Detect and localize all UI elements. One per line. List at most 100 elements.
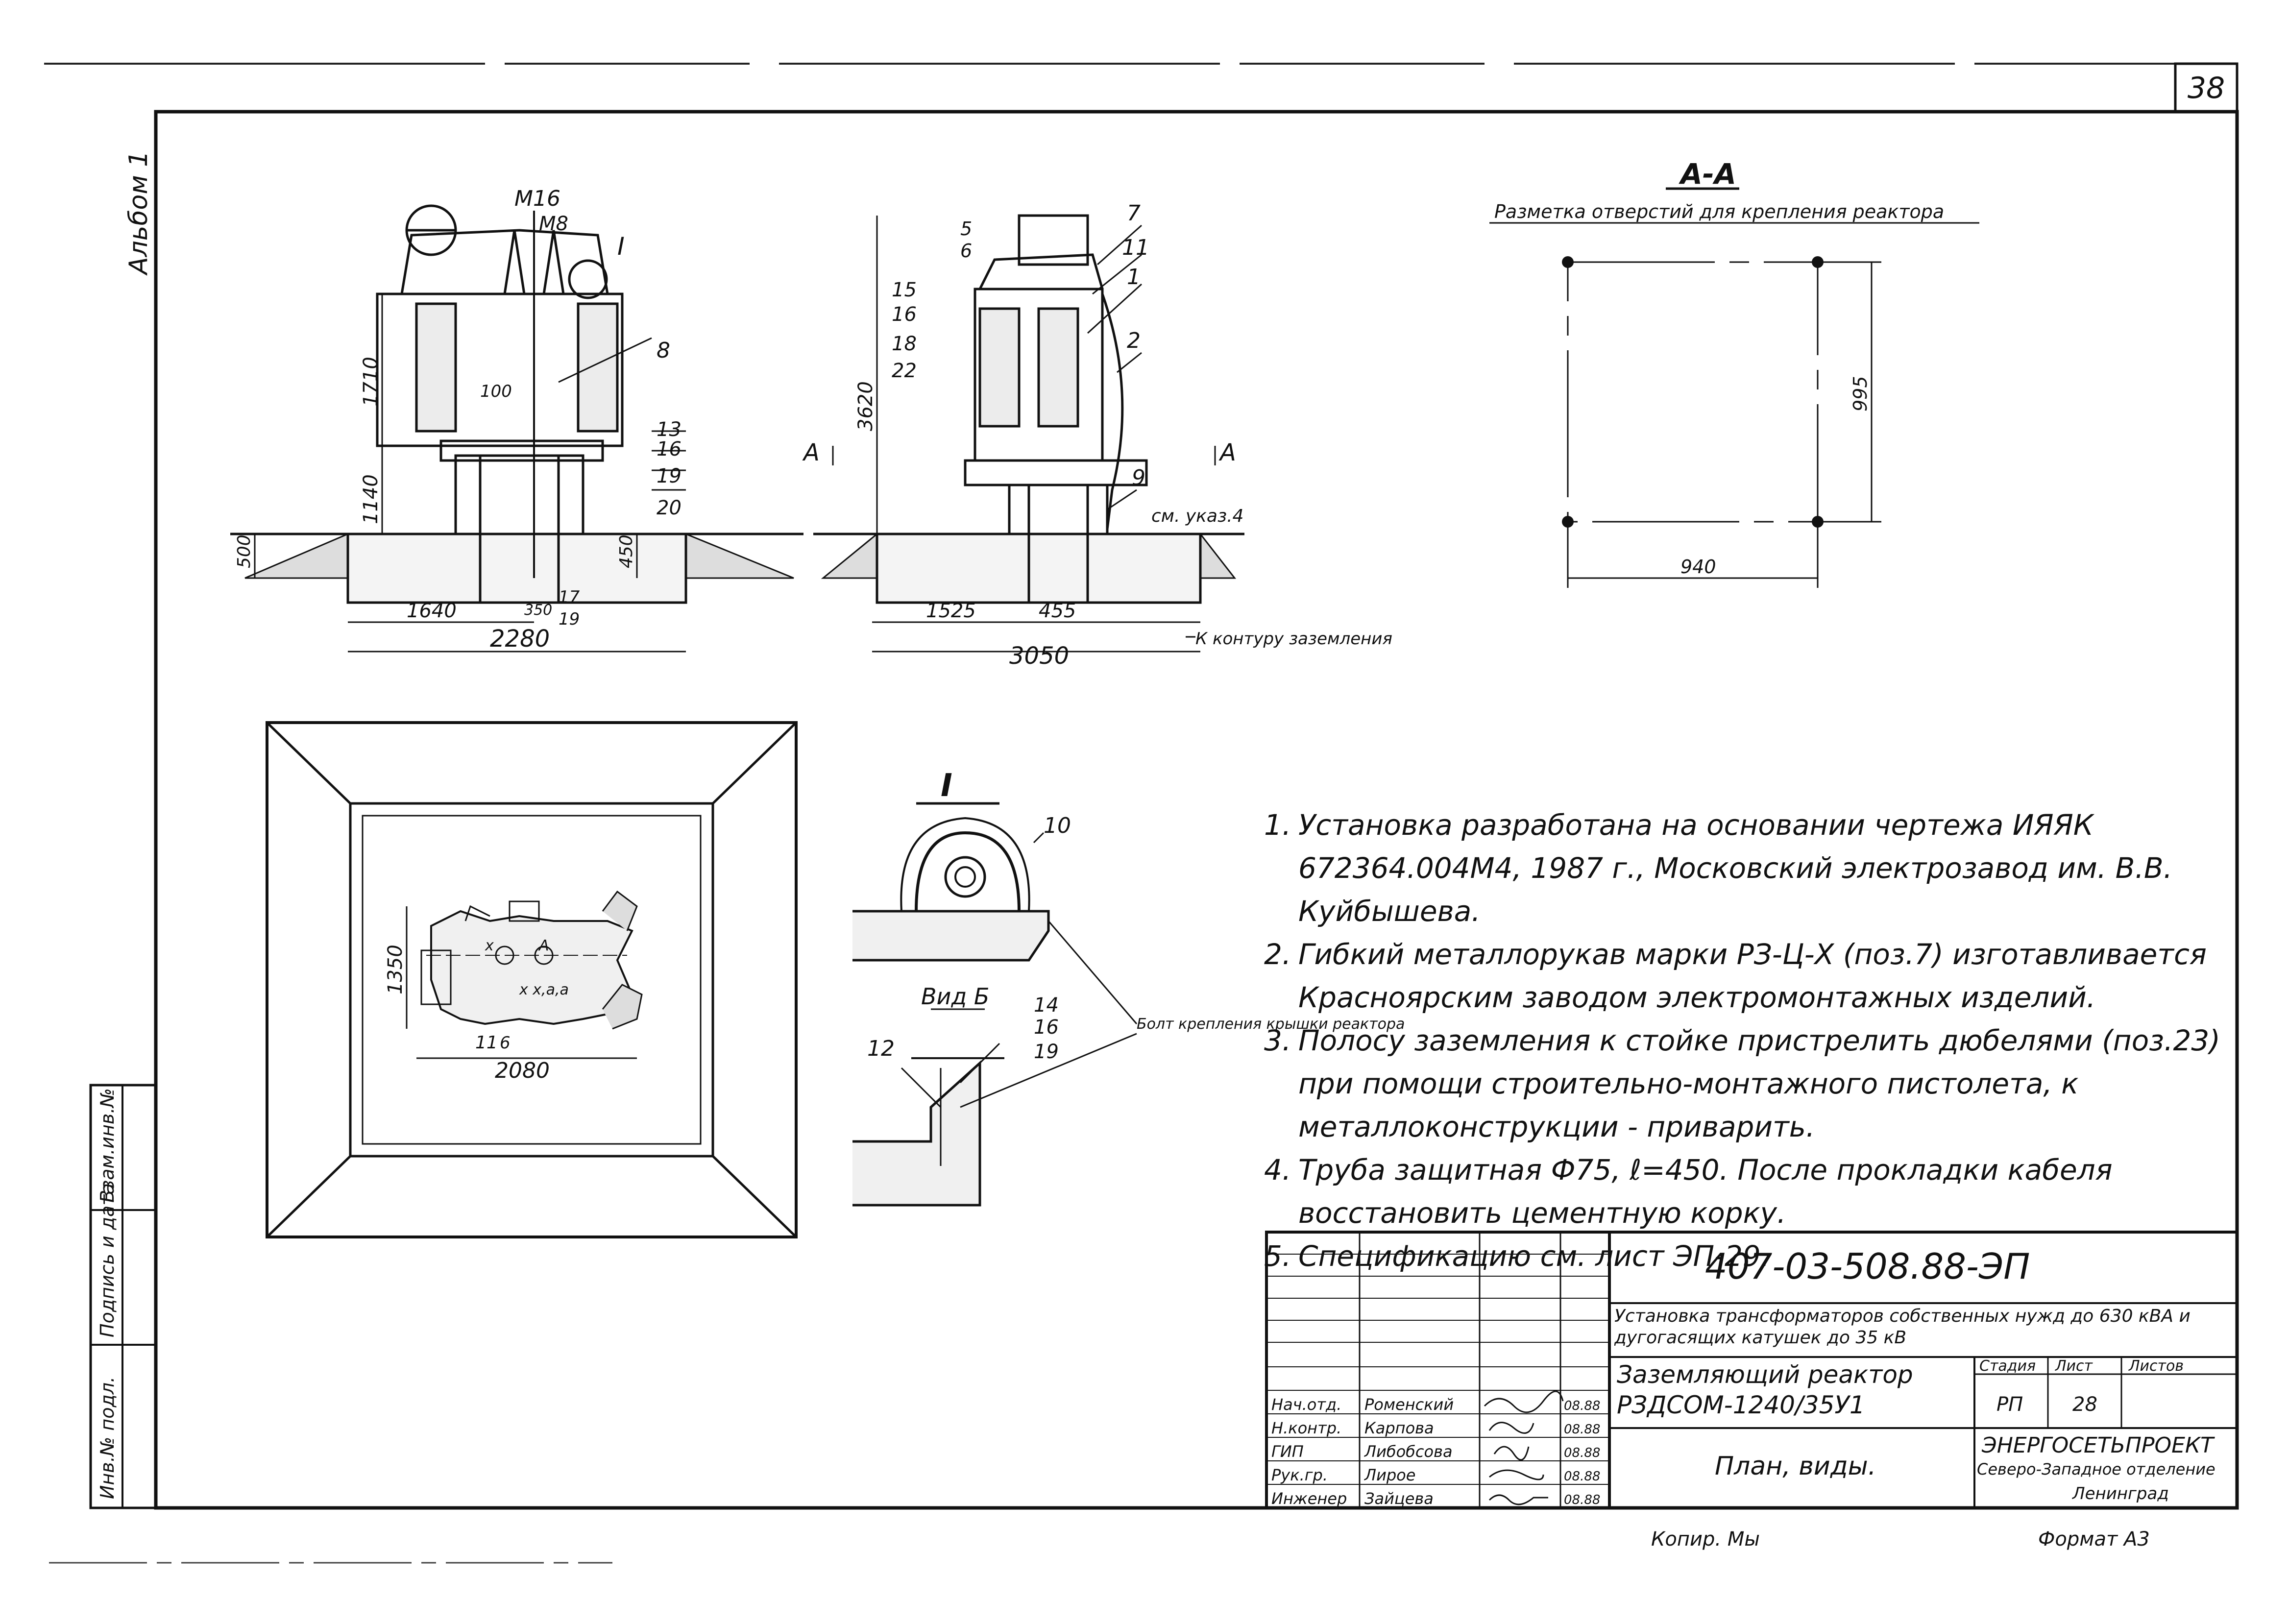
- stamp-inv-podl: Инв.№ подл.: [97, 1377, 118, 1499]
- bolt-hole: [1812, 256, 1824, 268]
- note-item: 3. Полосу заземления к стойке пристрелит…: [1264, 1019, 2224, 1148]
- format-label: Формат А3: [2038, 1528, 2150, 1551]
- front-dim-17: 17: [559, 587, 580, 607]
- tb-org2: Северо-Западное отделение: [1977, 1460, 2215, 1479]
- stamp-podpis: Подпись и дата: [97, 1183, 118, 1337]
- side-stamp: Инв.№ подл. Подпись и дата Взам.инв.№: [89, 1084, 157, 1509]
- front-dim-19: 19: [559, 609, 580, 629]
- side-dim-3620: 3620: [854, 381, 877, 431]
- section-mark-a-right: А: [1218, 439, 1236, 466]
- side-ground-label: К контуру заземления: [1195, 629, 1392, 649]
- album-label: Альбом 1: [124, 151, 153, 276]
- front-dim-500: 500: [234, 534, 254, 568]
- tb-sheet-label: Лист: [2055, 1357, 2093, 1375]
- section-aa-title: А-А: [1679, 157, 1736, 191]
- tb-sheets-label: Листов: [2128, 1357, 2184, 1375]
- view-B-label-14: 14: [1034, 994, 1059, 1017]
- signature-mark: [1484, 1390, 1564, 1413]
- side-dim-455: 455: [1039, 600, 1076, 622]
- detail-I-title: I: [941, 768, 952, 804]
- note-item: 1. Установка разработана на основании че…: [1264, 803, 2224, 933]
- note-text: Спецификацию см. лист ЭП-29.: [1298, 1239, 1770, 1273]
- plan-dim-1350: 1350: [384, 945, 407, 994]
- front-dim-1710: 1710: [360, 357, 382, 407]
- tb-date-1: 08.88: [1564, 1422, 1600, 1437]
- note-number: 4.: [1264, 1153, 1291, 1187]
- view-B-label-19: 19: [1034, 1041, 1059, 1063]
- note-number: 5.: [1264, 1239, 1291, 1273]
- notes-list: 1. Установка разработана на основании че…: [1264, 803, 2224, 1278]
- tb-stage-label: Стадия: [1979, 1357, 2036, 1375]
- view-B: [852, 1008, 1137, 1207]
- side-label-18: 18: [892, 333, 917, 355]
- side-label-1: 1: [1127, 265, 1141, 290]
- tb-date-2: 08.88: [1564, 1446, 1600, 1460]
- view-B-label-16: 16: [1034, 1016, 1059, 1039]
- side-label-5: 5: [960, 218, 972, 240]
- note-number: 3.: [1264, 1024, 1291, 1057]
- title-block-people: Нач.отд. Роменский 08.88 Н.контр. Карпов…: [1271, 1390, 1600, 1508]
- note-number: 1.: [1264, 808, 1291, 842]
- tb-sheet-name: План, виды.: [1715, 1452, 1876, 1481]
- front-label-m16: М16: [514, 186, 560, 211]
- note-text: Труба защитная Ф75, ℓ=450. После проклад…: [1298, 1153, 2113, 1230]
- plan-view: [266, 721, 798, 1238]
- section-aa-dim-w: 940: [1680, 556, 1716, 578]
- front-dim-350: 350: [524, 602, 552, 619]
- section-aa: А-А Разметка отверстий для крепления реа…: [1489, 157, 1979, 588]
- tb-project: Установка трансформаторов собственных ну…: [1614, 1306, 2191, 1348]
- section-mark-a-left: А: [802, 439, 820, 466]
- view-B-bolt-label: Болт крепления крышки реактора: [1137, 1016, 1405, 1033]
- side-label-22: 22: [892, 360, 917, 382]
- side-label-16: 16: [892, 303, 917, 326]
- front-dim-1640: 1640: [407, 600, 457, 622]
- tb-date-0: 08.88: [1564, 1399, 1600, 1413]
- tb-name-1: Карпова: [1364, 1419, 1434, 1437]
- side-label-6: 6: [960, 240, 972, 262]
- view-B-title: Вид Б: [921, 983, 989, 1010]
- front-label-20: 20: [657, 497, 682, 519]
- front-dim-2280: 2280: [490, 625, 550, 653]
- side-dim-1525: 1525: [926, 600, 976, 622]
- note-text: Установка разработана на основании черте…: [1298, 808, 2173, 928]
- detail-I-label-10: 10: [1044, 813, 1071, 838]
- plan-label-x: x: [485, 937, 494, 954]
- note-item: 4. Труба защитная Ф75, ℓ=450. После прок…: [1264, 1148, 2224, 1235]
- copy-label: Копир. Мы: [1651, 1528, 1760, 1551]
- front-dim-450: 450: [616, 534, 636, 568]
- title-block-grid: [1265, 1231, 2239, 1509]
- page-number-box: 38: [2174, 62, 2239, 113]
- section-aa-dim-h: 995: [1850, 376, 1871, 412]
- tb-stage: РП: [1996, 1393, 2023, 1416]
- tb-name-0: Роменский: [1364, 1395, 1454, 1414]
- plan-label-6: 6: [500, 1033, 511, 1053]
- tb-drawing-name: Заземляющий реактор РЗДСОМ-1240/35У1: [1617, 1360, 1913, 1419]
- side-note-ref: см. указ.4: [1151, 506, 1243, 526]
- note-item: 2. Гибкий металлорукав марки РЗ-Ц-Х (поз…: [1264, 933, 2224, 1019]
- note-number: 2.: [1264, 938, 1291, 971]
- signature-mark: [1488, 1422, 1534, 1434]
- drawing-frame: [154, 110, 2239, 1510]
- tb-doc-code: 407-03-508.88-ЭП: [1705, 1246, 2030, 1287]
- side-view: [813, 214, 1244, 653]
- front-view-labels: М16 М8 I 8 100 13 16 19 20 1710 1140 500…: [234, 186, 682, 653]
- side-label-15: 15: [892, 279, 917, 301]
- tb-role-0: Нач.отд.: [1271, 1395, 1341, 1414]
- plan-label-11: 11: [475, 1033, 498, 1053]
- plan-dim-2080: 2080: [495, 1058, 550, 1083]
- tb-role-3: Рук.гр.: [1271, 1466, 1328, 1484]
- tb-sheet-no: 28: [2072, 1393, 2097, 1416]
- bolt-hole: [1562, 256, 1574, 268]
- bolt-hole: [1562, 516, 1574, 528]
- front-label-m8: М8: [539, 213, 568, 235]
- front-label-19: 19: [657, 465, 682, 487]
- front-label-I: I: [617, 232, 625, 261]
- side-dim-3050: 3050: [1009, 642, 1069, 670]
- tb-org3: Ленинград: [2071, 1484, 2169, 1503]
- tb-name-2: Либобсова: [1364, 1442, 1453, 1461]
- view-B-labels: Вид Б 12 14 16 19 Болт крепления крышки …: [867, 983, 1405, 1063]
- page-number: 38: [2188, 71, 2225, 105]
- side-label-7: 7: [1127, 201, 1141, 226]
- front-label-16: 16: [657, 438, 682, 461]
